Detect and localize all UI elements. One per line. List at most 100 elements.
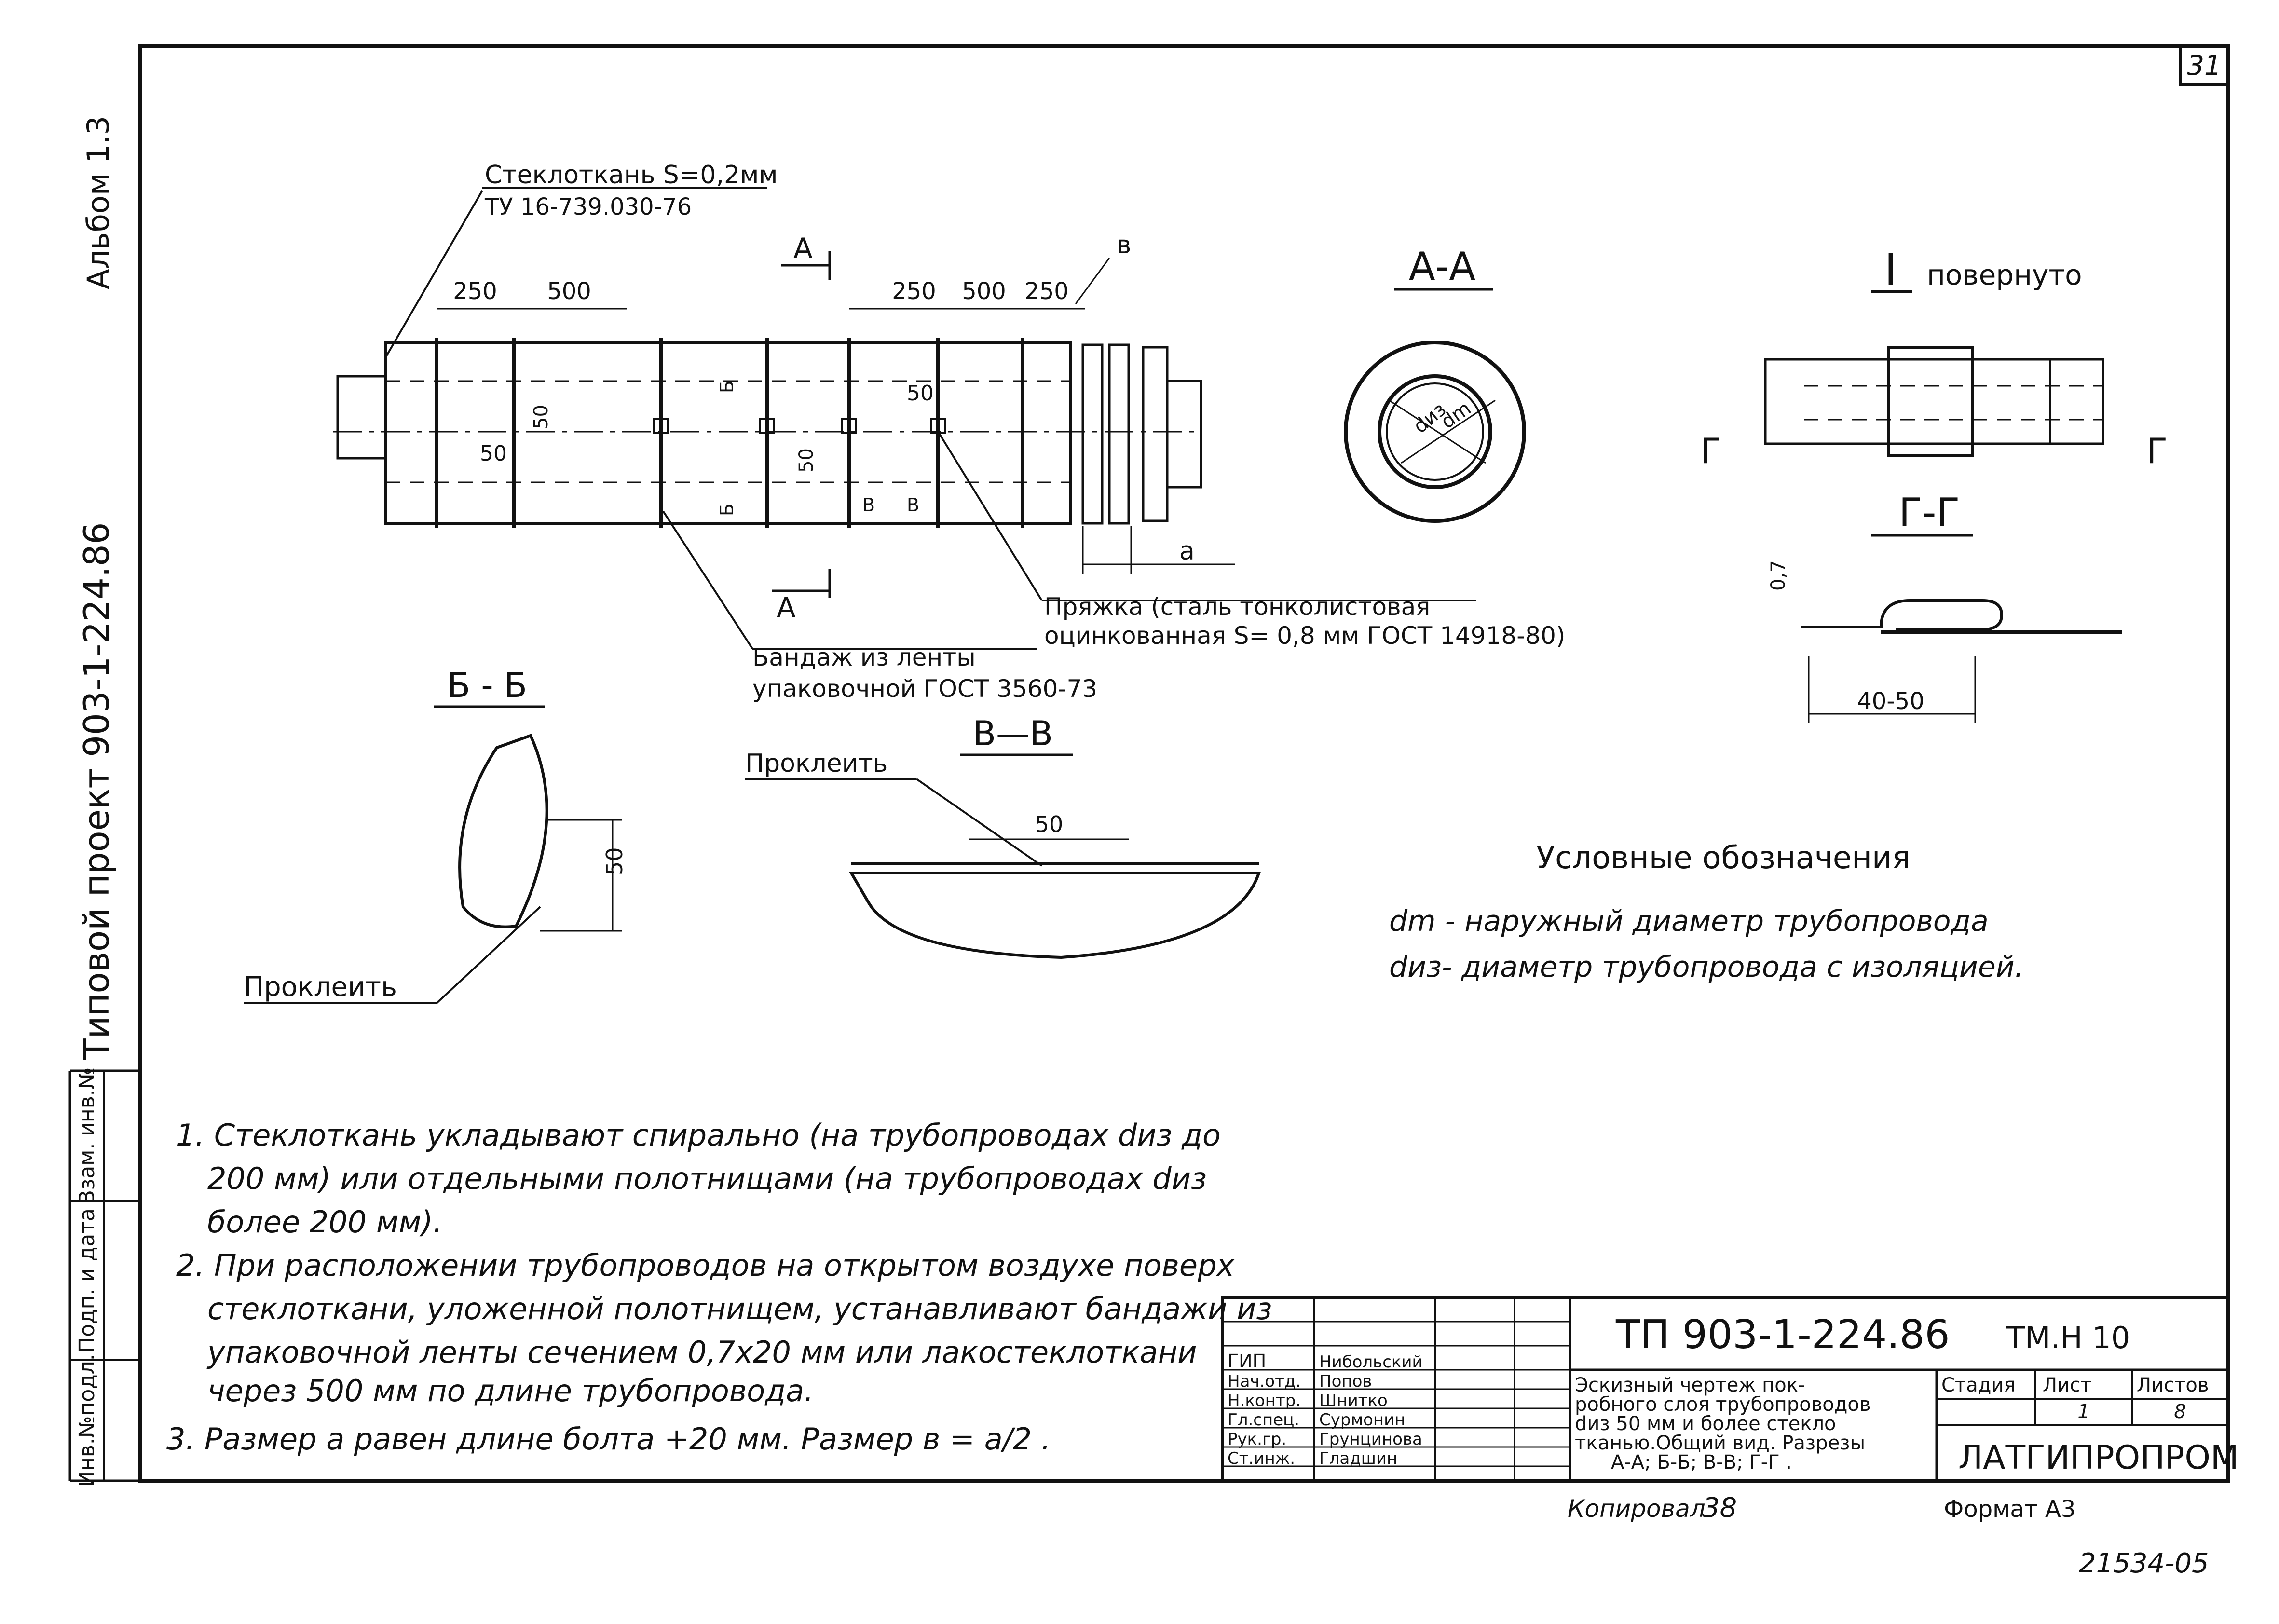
dim-label: 50: [480, 441, 507, 466]
view-I: I повернуто Г Г: [1700, 245, 2168, 471]
legend-title: Условные обозначения: [1536, 840, 1911, 876]
dim-label: 250: [892, 278, 936, 305]
person-name: Сурмонин: [1319, 1410, 1405, 1430]
dim-label: dm: [1437, 397, 1475, 434]
sheet-value: 1: [2077, 1401, 2089, 1423]
description-line: тканью.Общий вид. Разрезы: [1575, 1432, 1865, 1454]
buckle-label: Пряжка (сталь тонколистовая: [1044, 593, 1430, 621]
dim-label: 40-50: [1857, 688, 1924, 715]
sheet-code: ТМ.Н 10: [2006, 1320, 2130, 1355]
cut-marker: А: [777, 591, 796, 624]
bandage-label: упаковочной ГОСТ 3560-73: [752, 675, 1097, 703]
dim-label: 50: [1035, 811, 1064, 837]
note-line: 3. Размер а равен длине болта +20 мм. Ра…: [166, 1421, 1051, 1457]
pipe-outer: [1378, 374, 1492, 489]
description-line: Эскизный чертеж пок-: [1575, 1374, 1805, 1396]
note-line: 1. Стеклоткань укладывают спирально (на …: [176, 1118, 1221, 1153]
title-block: ГИП Нач.отд. Н.контр. Гл.спец. Рук.гр. С…: [1221, 1296, 2239, 1579]
main-pipe-view: Стеклоткань S=0,2мм ТУ 16-739.030-76: [333, 161, 1565, 703]
person-name: Нибольский: [1319, 1352, 1423, 1372]
note-line: более 200 мм).: [207, 1204, 442, 1240]
sheet-number-box: [2179, 44, 2230, 86]
dim-label: 0,7: [1767, 560, 1789, 591]
description-line: dиз 50 мм и более стекло: [1575, 1413, 1836, 1435]
copied-value: 38: [1703, 1492, 1737, 1524]
section-shape: [848, 872, 1261, 959]
cut-marker: Б: [716, 504, 737, 516]
dim-label: 250: [453, 278, 497, 305]
copied-label: Копировал: [1568, 1495, 1706, 1523]
cut-marker: В: [907, 494, 919, 516]
dim-label: 50: [907, 381, 934, 406]
role-label: ГИП: [1228, 1351, 1266, 1372]
role-label: Нач.отд.: [1228, 1372, 1301, 1391]
project-side-label: Типовой проект 903-1-224.86: [76, 522, 117, 1061]
legend-item: dиз- диаметр трубопровода с изоляцией.: [1389, 950, 2024, 984]
person-name: Попов: [1319, 1372, 1372, 1391]
section-GG: Г-Г 0,7 40-50: [1767, 490, 2122, 723]
note-line: 2. При расположении трубопроводов на отк…: [176, 1248, 1235, 1283]
flange: [1081, 343, 1104, 525]
doc-code: ТП 903-1-224.86: [1615, 1312, 1950, 1358]
glue-label: Проклеить: [745, 749, 887, 778]
role-label: Н.контр.: [1228, 1391, 1301, 1410]
dim-label: 250: [1024, 278, 1069, 305]
legend: Условные обозначения dm - наружный диаме…: [1389, 840, 2024, 984]
sheet-frame: [138, 44, 2230, 1483]
stage-header: Стадия: [1941, 1374, 2015, 1396]
section-title: А-А: [1409, 244, 1476, 289]
dim-label: 500: [547, 278, 591, 305]
format-label: Формат А3: [1944, 1496, 2075, 1523]
note-line: упаковочной ленты сечением 0,7х20 мм или…: [206, 1335, 1197, 1370]
buckle-label: оцинкованная S= 0,8 мм ГОСТ 14918-80): [1044, 622, 1565, 650]
section-BB: Б - Б 50 Проклеить: [244, 666, 628, 1004]
cut-marker: В: [862, 494, 875, 516]
role-label: Ст.инж.: [1228, 1449, 1295, 1468]
album-label: Альбом 1.3: [81, 116, 116, 289]
sheet-header: Лист: [2043, 1374, 2091, 1396]
section-VV: В—В Проклеить 50: [745, 714, 1261, 959]
section-AA: А-А dиз dm: [1344, 244, 1526, 523]
legend-item: dm - наружный диаметр трубопровода: [1389, 904, 1989, 938]
glue-label: Проклеить: [244, 971, 397, 1003]
section-title: Б - Б: [447, 666, 527, 705]
dim-label: 50: [601, 847, 628, 875]
stamp-text: Взам. инв.№: [75, 1067, 99, 1205]
person-name: Грунцинова: [1319, 1430, 1422, 1449]
view-note: повернуто: [1927, 259, 2082, 291]
material-spec: ТУ 16-739.030-76: [484, 193, 692, 220]
archive-number: 21534-05: [2079, 1548, 2209, 1579]
dim-label: 500: [962, 278, 1006, 305]
cut-marker: Б: [716, 381, 737, 393]
sheets-header: Листов: [2137, 1374, 2209, 1396]
dim-label: 50: [795, 448, 818, 473]
stamp-text: Подп. и дата: [75, 1208, 99, 1353]
sheet-number: 31: [2187, 50, 2221, 82]
role-label: Рук.гр.: [1228, 1430, 1286, 1449]
buckle: [1887, 346, 1974, 457]
leader-line: [385, 190, 483, 358]
person-name: Шнитко: [1319, 1391, 1388, 1410]
dim-label: а: [1179, 537, 1195, 566]
insulation-outer: [1344, 341, 1526, 523]
bandage-label: Бандаж из ленты: [752, 643, 976, 671]
sheets-value: 8: [2174, 1401, 2186, 1423]
material-label: Стеклоткань S=0,2мм: [485, 161, 778, 190]
dim-label: в: [1117, 231, 1132, 259]
note-line: стеклоткани, уложенной полотнищем, устан…: [207, 1291, 1272, 1326]
role-label: Гл.спец.: [1228, 1410, 1299, 1430]
note-line: через 500 мм по длине трубопровода.: [207, 1373, 814, 1408]
cut-marker: Г: [2146, 431, 2168, 471]
cut-marker: А: [793, 232, 813, 265]
organization: ЛАТГИПРОПРОМ: [1958, 1439, 2239, 1477]
section-title: В—В: [973, 714, 1053, 753]
dim-label: 50: [530, 405, 552, 429]
cut-marker: Г: [1700, 431, 1721, 471]
section-shape: [458, 734, 548, 928]
insulated-pipe: [384, 341, 1072, 525]
description-line: робного слоя трубопроводов: [1575, 1393, 1870, 1416]
section-title: Г-Г: [1899, 490, 1960, 535]
view-title: I: [1884, 245, 1897, 295]
description-line: А-А; Б-Б; В-В; Г-Г .: [1611, 1451, 1792, 1474]
note-line: 200 мм) или отдельными полотнищами (на т…: [207, 1161, 1207, 1196]
